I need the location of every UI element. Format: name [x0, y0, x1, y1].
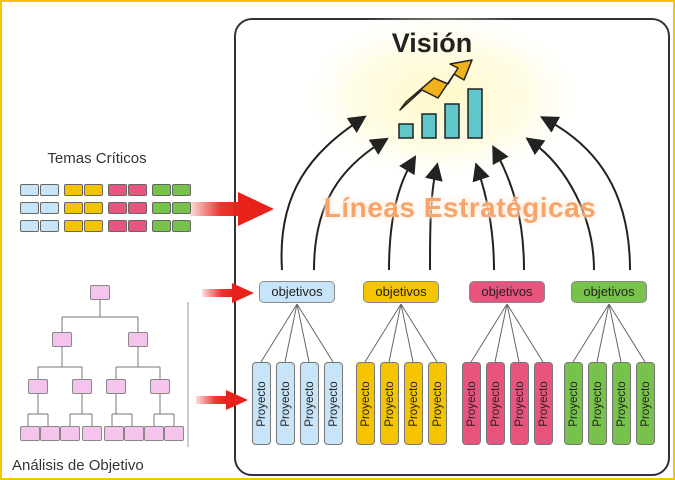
proyecto-label: Proyecto [279, 380, 292, 427]
proyecto-label: Proyecto [489, 380, 502, 427]
tree-node [106, 379, 126, 394]
lineas-estrategicas-label: Líneas Estratégicas [323, 192, 597, 223]
proyecto-label: Proyecto [383, 380, 396, 427]
temas-criticos-label: Temas Críticos [47, 150, 147, 167]
tema-cell [128, 184, 147, 196]
tema-cell [40, 220, 59, 232]
proyecto-label: Proyecto [465, 380, 478, 427]
proyecto-box: Proyecto [404, 362, 423, 445]
tema-cell [40, 202, 59, 214]
tema-cell [40, 184, 59, 196]
analisis-objetivo-label: Análisis de Objetivo [12, 457, 144, 474]
tema-cell [172, 184, 191, 196]
proyecto-box: Proyecto [428, 362, 447, 445]
tema-cell [108, 220, 127, 232]
proyecto-label: Proyecto [303, 380, 316, 427]
proyecto-box: Proyecto [510, 362, 529, 445]
tema-cell [64, 220, 83, 232]
proyecto-label: Proyecto [567, 380, 580, 427]
proyecto-label: Proyecto [327, 380, 340, 427]
proyecto-box: Proyecto [324, 362, 343, 445]
tema-cell [152, 202, 171, 214]
proyecto-box: Proyecto [380, 362, 399, 445]
up-arrow-icon [399, 59, 473, 111]
proyecto-box: Proyecto [612, 362, 631, 445]
tema-cell [152, 184, 171, 196]
objetivos-box-pink: objetivos [469, 281, 545, 303]
tema-cell [128, 202, 147, 214]
proyecto-label: Proyecto [255, 380, 268, 427]
proyecto-box: Proyecto [564, 362, 583, 445]
growth-chart-icon [398, 88, 483, 139]
tree-node [52, 332, 72, 347]
proyecto-box: Proyecto [636, 362, 655, 445]
tree-connectors [260, 303, 646, 363]
tree-node [164, 426, 184, 441]
tema-cell [108, 202, 127, 214]
tema-cell [84, 202, 103, 214]
proyecto-label: Proyecto [615, 380, 628, 427]
tree-node [104, 426, 124, 441]
tree-node [124, 426, 144, 441]
tema-cell [20, 202, 39, 214]
tema-cell [152, 220, 171, 232]
objetivos-box-blue: objetivos [259, 281, 335, 303]
tree-node [82, 426, 102, 441]
vision-glow [292, 7, 592, 187]
proyecto-box: Proyecto [588, 362, 607, 445]
tema-cell [172, 202, 191, 214]
red-arrow-icon [196, 390, 248, 410]
tree-node [40, 426, 60, 441]
tree-node [60, 426, 80, 441]
proyecto-label: Proyecto [407, 380, 420, 427]
analysis-tree-lines [27, 299, 189, 447]
proyecto-box: Proyecto [486, 362, 505, 445]
proyecto-label: Proyecto [431, 380, 444, 427]
tema-cell [64, 184, 83, 196]
red-arrow-icon [190, 192, 274, 226]
proyecto-box: Proyecto [462, 362, 481, 445]
tree-node [90, 285, 110, 300]
tree-node [144, 426, 164, 441]
proyecto-label: Proyecto [513, 380, 526, 427]
tema-cell [84, 184, 103, 196]
tema-cell [64, 202, 83, 214]
tree-node [20, 426, 40, 441]
proyecto-box: Proyecto [252, 362, 271, 445]
tema-cell [128, 220, 147, 232]
tree-node [72, 379, 92, 394]
red-arrow-icon [202, 283, 254, 303]
tree-node [128, 332, 148, 347]
connector-arrows [280, 115, 631, 271]
proyecto-label: Proyecto [359, 380, 372, 427]
tema-cell [108, 184, 127, 196]
tema-cell [172, 220, 191, 232]
proyecto-label: Proyecto [639, 380, 652, 427]
tema-cell [20, 184, 39, 196]
objetivos-box-yellow: objetivos [363, 281, 439, 303]
vision-title: Visión [391, 28, 473, 58]
proyecto-box: Proyecto [276, 362, 295, 445]
proyecto-box: Proyecto [534, 362, 553, 445]
objetivos-box-green: objetivos [571, 281, 647, 303]
tema-cell [84, 220, 103, 232]
tree-node [150, 379, 170, 394]
proyecto-label: Proyecto [537, 380, 550, 427]
proyecto-box: Proyecto [300, 362, 319, 445]
proyecto-box: Proyecto [356, 362, 375, 445]
tree-node [28, 379, 48, 394]
tema-cell [20, 220, 39, 232]
proyecto-label: Proyecto [591, 380, 604, 427]
